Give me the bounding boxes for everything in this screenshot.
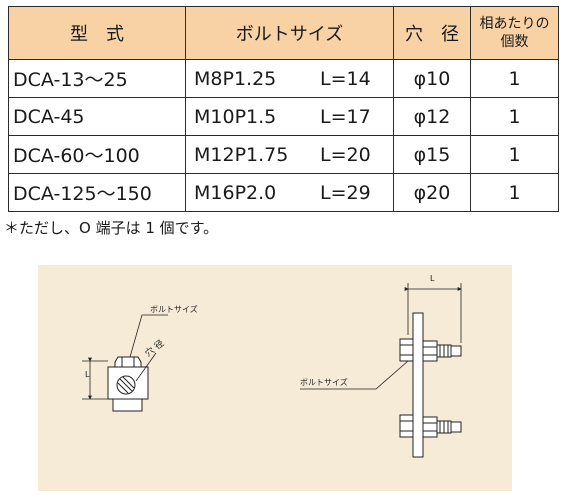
cell-hole: φ12 bbox=[393, 97, 471, 136]
cell-bolt: M10P1.5 L=17 bbox=[185, 97, 394, 136]
header-hole: 穴 径 bbox=[393, 6, 471, 60]
cell-bolt-spec: M12P1.75 bbox=[194, 143, 289, 166]
table-row: DCA-13〜25 M8P1.25 L=14 φ10 1 bbox=[8, 59, 559, 98]
cell-type: DCA-60〜100 bbox=[8, 135, 186, 174]
table-header-row: 型 式 ボルトサイズ 穴 径 相あたりの 個数 bbox=[8, 6, 559, 60]
table-row: DCA-45 M10P1.5 L=17 φ12 1 bbox=[8, 97, 559, 136]
cell-qty: 1 bbox=[470, 135, 559, 174]
cell-bolt: M16P2.0 L=29 bbox=[185, 173, 394, 212]
cell-qty: 1 bbox=[470, 59, 559, 98]
label-length-left: L bbox=[85, 370, 90, 379]
cell-hole: φ20 bbox=[393, 173, 471, 212]
label-bolt-size-left: ボルトサイズ bbox=[150, 304, 198, 314]
header-bolt-size: ボルトサイズ bbox=[185, 6, 394, 60]
table-row: DCA-60〜100 M12P1.75 L=20 φ15 1 bbox=[8, 135, 559, 174]
drawing-panel: ボルトサイズ 穴 径 L bbox=[38, 265, 512, 491]
label-length-right: L bbox=[430, 274, 435, 283]
cell-bolt-spec: M16P2.0 bbox=[194, 181, 277, 204]
right-bolt-assembly-drawing bbox=[300, 283, 462, 458]
header-qty-line1: 相あたりの bbox=[479, 16, 550, 32]
cell-bolt-spec: M8P1.25 bbox=[194, 67, 277, 90]
table-row: DCA-125〜150 M16P2.0 L=29 φ20 1 bbox=[8, 173, 559, 212]
cell-bolt: M12P1.75 L=20 bbox=[185, 135, 394, 174]
footnote: ＊ただし、O 端子は 1 個です。 bbox=[4, 219, 219, 237]
left-terminal-drawing bbox=[82, 314, 168, 412]
cell-qty: 1 bbox=[470, 173, 559, 212]
header-type: 型 式 bbox=[8, 6, 186, 60]
cell-bolt-length: L=14 bbox=[320, 67, 371, 90]
cell-bolt: M8P1.25 L=14 bbox=[185, 59, 394, 98]
cell-type: DCA-45 bbox=[8, 97, 186, 136]
cell-qty: 1 bbox=[470, 97, 559, 136]
cell-type: DCA-13〜25 bbox=[8, 59, 186, 98]
cell-type: DCA-125〜150 bbox=[8, 173, 186, 212]
cell-bolt-length: L=17 bbox=[320, 105, 371, 128]
bolt-drawing: ボルトサイズ 穴 径 L bbox=[82, 274, 462, 458]
label-bolt-size-right: ボルトサイズ bbox=[300, 377, 348, 387]
cell-hole: φ15 bbox=[393, 135, 471, 174]
header-qty: 相あたりの 個数 bbox=[470, 6, 559, 60]
cell-bolt-length: L=20 bbox=[320, 143, 371, 166]
spec-table: 型 式 ボルトサイズ 穴 径 相あたりの 個数 DCA-13〜25 M8P1.2… bbox=[8, 6, 559, 212]
header-qty-line2: 個数 bbox=[500, 34, 529, 50]
cell-bolt-spec: M10P1.5 bbox=[194, 105, 277, 128]
cell-hole: φ10 bbox=[393, 59, 471, 98]
label-hole-diameter: 穴 径 bbox=[142, 337, 166, 359]
cell-bolt-length: L=29 bbox=[320, 181, 371, 204]
